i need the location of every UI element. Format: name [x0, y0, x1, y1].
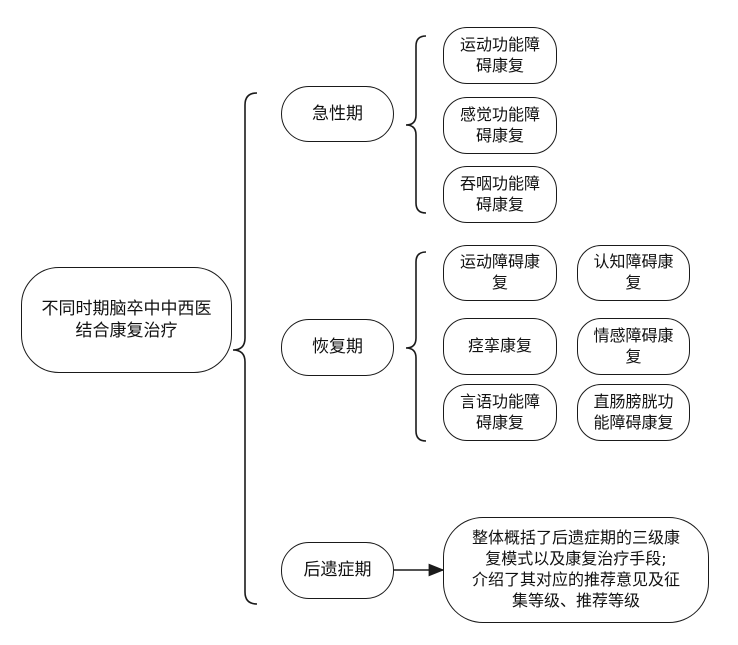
- recovery-item-emotional: 情感障碍康 复: [577, 318, 690, 375]
- recovery-item-speech: 言语功能障 碍康复: [443, 384, 557, 441]
- acute-item-sensory: 感觉功能障 碍康复: [443, 97, 557, 154]
- phase-acute: 急性期: [281, 86, 394, 142]
- root-brace: [232, 92, 258, 605]
- acute-brace: [405, 35, 427, 214]
- sequela-note: 整体概括了后遗症期的三级康 复模式以及康复治疗手段; 介绍了其对应的推荐意见及征…: [443, 517, 709, 623]
- recovery-item-bowel-bladder: 直肠膀胱功 能障碍康复: [577, 384, 690, 441]
- phase-sequela: 后遗症期: [281, 542, 394, 599]
- recovery-item-cognitive: 认知障碍康 复: [577, 245, 690, 301]
- acute-item-motor: 运动功能障 碍康复: [443, 27, 557, 84]
- recovery-item-spasticity: 痉挛康复: [443, 318, 557, 375]
- recovery-brace: [405, 251, 427, 442]
- acute-item-swallow: 吞咽功能障 碍康复: [443, 166, 557, 223]
- recovery-item-motor: 运动障碍康 复: [443, 245, 557, 301]
- root-node: 不同时期脑卒中中西医 结合康复治疗: [21, 267, 232, 373]
- phase-recovery: 恢复期: [281, 319, 394, 376]
